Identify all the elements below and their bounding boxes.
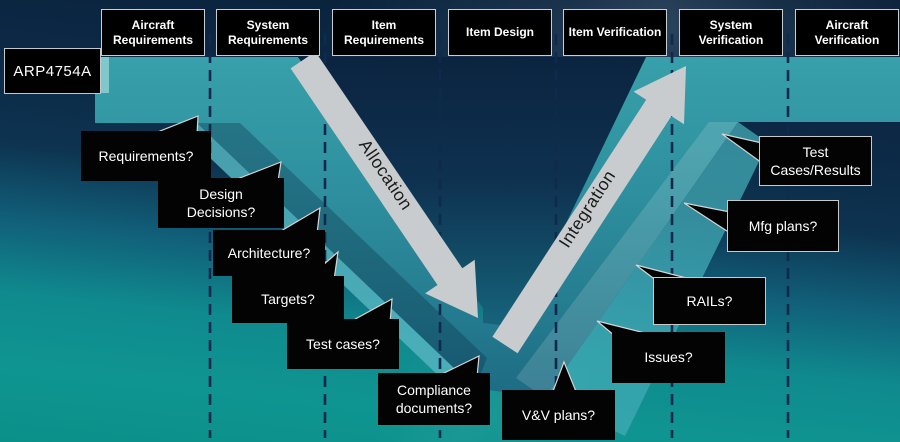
callout-architecture: Architecture? — [213, 230, 325, 276]
callout-rails: RAILs? — [653, 277, 766, 325]
v-band — [95, 57, 900, 398]
phase-header-item-design: Item Design — [448, 9, 552, 56]
callout-mfg-plans: Mfg plans? — [727, 200, 839, 252]
callout-test-cases: Test cases? — [287, 319, 399, 369]
callout-test-cases-results: Test Cases/Results — [759, 136, 872, 186]
phase-header-aircraft-verification: Aircraft Verification — [795, 9, 899, 56]
phase-header-system-requirements: System Requirements — [216, 9, 320, 56]
arp-band-highlight — [100, 57, 109, 93]
callout-issues: Issues? — [612, 332, 725, 383]
v-inner-wedge — [298, 57, 646, 327]
phase-header-aircraft-requirements: Aircraft Requirements — [101, 9, 205, 56]
phase-header-item-requirements: Item Requirements — [332, 9, 436, 56]
phase-header-item-verification: Item Verification — [563, 9, 667, 56]
callout-requirements: Requirements? — [81, 131, 211, 181]
v-band-right-sheen — [516, 122, 738, 398]
phase-header-system-verification: System Verification — [679, 9, 783, 56]
integration-arrow — [492, 66, 686, 354]
callout-compliance-documents: Compliance documents? — [378, 373, 490, 425]
callout-design-decisions: Design Decisions? — [158, 178, 284, 228]
standard-badge: ARP4754A — [4, 48, 101, 94]
callout-targets: Targets? — [232, 276, 344, 323]
callout-vv-plans: V&V plans? — [502, 390, 615, 440]
allocation-arrow — [290, 51, 478, 318]
